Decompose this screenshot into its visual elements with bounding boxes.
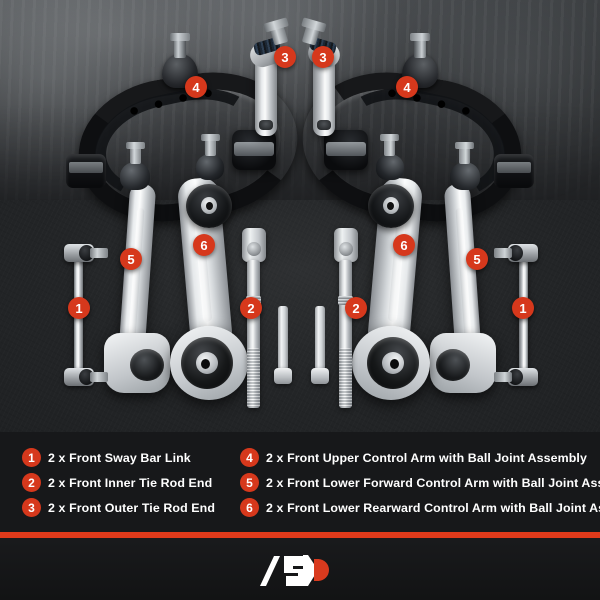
legend-item-5: 5 2 x Front Lower Forward Control Arm wit…	[240, 473, 600, 492]
callout-badge-2: 2	[345, 297, 367, 319]
lra-ball-joint-stud	[384, 138, 395, 156]
callout-badge-3: 3	[274, 46, 296, 68]
callout-badge-1: 1	[512, 297, 534, 319]
uca-ball-joint-stud	[170, 33, 190, 58]
otr-body	[255, 58, 277, 136]
callout-badge-3: 3	[312, 46, 334, 68]
callout-badge-5: 5	[466, 248, 488, 270]
legend-item-4: 4 2 x Front Upper Control Arm with Ball J…	[240, 448, 587, 467]
brand-logo	[246, 550, 356, 592]
callout-badge-6: 6	[193, 234, 215, 256]
bolt-shank	[278, 306, 288, 370]
lfa-ball-joint	[120, 162, 150, 190]
legend-badge-2: 2	[22, 473, 41, 492]
legend-panel: 1 2 x Front Sway Bar Link 2 2 x Front Inner…	[0, 432, 600, 532]
legend-item-2: 2 2 x Front Inner Tie Rod End	[22, 473, 212, 492]
part-outer-tie-rod-end-right	[301, 24, 343, 138]
legend-item-1: 1 2 x Front Sway Bar Link	[22, 448, 191, 467]
sbl-nut-top	[494, 248, 512, 258]
part-lower-rearward-control-arm-left	[168, 134, 250, 400]
legend-badge-3: 3	[22, 498, 41, 517]
legend-item-6: 6 2 x Front Lower Rearward Control Arm wi…	[240, 498, 600, 517]
lfa-ball-joint	[450, 162, 480, 190]
lra-bushing-bore	[201, 359, 210, 369]
lfa-ball-joint-stud	[126, 142, 145, 164]
otr-body	[313, 58, 335, 136]
lra-ball-joint	[376, 154, 404, 180]
accent-divider	[0, 532, 600, 538]
hardware-bolt-right	[311, 306, 329, 384]
sbl-nut-bottom	[90, 372, 108, 382]
itr-threads	[247, 348, 260, 408]
callout-badge-5: 5	[120, 248, 142, 270]
callout-badge-4: 4	[396, 76, 418, 98]
sbl-nut-bottom	[494, 372, 512, 382]
uca-ball-joint-stud	[414, 38, 426, 58]
legend-badge-4: 4	[240, 448, 259, 467]
legend-label: 2 x Front Lower Forward Control Arm with…	[266, 475, 600, 490]
sbl-nut-top	[90, 248, 108, 258]
legend-badge-6: 6	[240, 498, 259, 517]
legend-label: 2 x Front Sway Bar Link	[48, 450, 191, 465]
itr-knurl-ring	[338, 296, 353, 305]
itr-socket	[242, 228, 266, 262]
legend-item-3: 3 2 x Front Outer Tie Rod End	[22, 498, 215, 517]
part-lower-forward-control-arm-left	[104, 142, 170, 393]
itr-threads	[339, 348, 352, 408]
uca-bushing-front	[66, 154, 106, 188]
callout-badge-4: 4	[185, 76, 207, 98]
part-inner-tie-rod-right	[333, 228, 359, 408]
lfa-ball-joint-stud	[459, 146, 470, 164]
lra-ball-joint	[196, 154, 224, 180]
bolt-shank	[315, 306, 325, 370]
bolt-head	[311, 368, 329, 384]
footer-bar	[0, 532, 600, 600]
part-lower-forward-control-arm-right	[430, 146, 496, 393]
lfa-bushing-eye	[430, 333, 496, 393]
lra-ball-joint-stud	[201, 134, 220, 156]
lfa-bushing-eye	[104, 333, 170, 393]
callout-badge-6: 6	[393, 234, 415, 256]
legend-label: 2 x Front Outer Tie Rod End	[48, 500, 216, 515]
itr-socket	[334, 228, 358, 262]
legend-label: 2 x Front Upper Control Arm with Ball Jo…	[266, 450, 587, 465]
part-lower-rearward-control-arm-right	[350, 138, 432, 400]
legend-badge-5: 5	[240, 473, 259, 492]
callout-badge-1: 1	[68, 297, 90, 319]
legend-badge-1: 1	[22, 448, 41, 467]
uca-bushing-front	[494, 154, 534, 188]
lra-bushing-bore	[390, 359, 399, 369]
legend-label: 2 x Front Inner Tie Rod End	[48, 475, 213, 490]
bolt-head	[274, 368, 292, 384]
lra-upper-bushing	[368, 184, 414, 228]
uca-bushing-rear	[232, 130, 276, 170]
legend-label: 2 x Front Lower Rearward Control Arm wit…	[266, 500, 600, 515]
hardware-bolt-left	[274, 306, 292, 384]
part-inner-tie-rod-left	[241, 228, 267, 408]
callout-badge-2: 2	[240, 297, 262, 319]
part-upper-control-arm-left	[66, 33, 308, 235]
background-dark-table	[0, 200, 600, 432]
lra-upper-bushing	[186, 184, 232, 228]
part-outer-tie-rod-end-left	[247, 24, 289, 138]
